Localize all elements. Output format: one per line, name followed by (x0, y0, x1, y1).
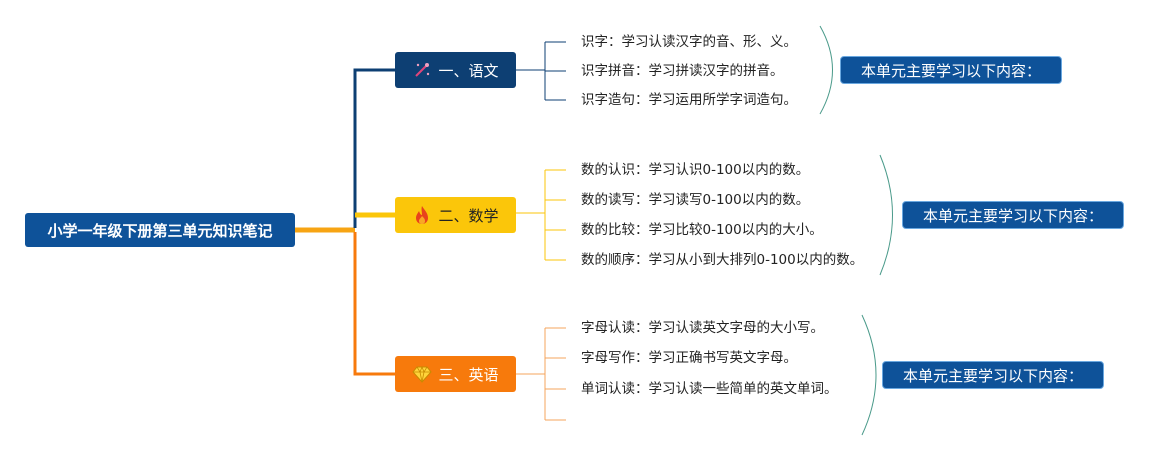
magic-wand-icon (415, 63, 430, 77)
branch-label-shuxue: 二、数学 (438, 206, 499, 225)
summary-yuwen-text: 本单元主要学习以下内容： (860, 61, 1041, 80)
connector-yingyu-leaves (516, 327, 566, 421)
leaf-shuxue-3[interactable]: 数的比较：学习比较0-100以内的大小。 (581, 222, 823, 238)
branch-label-yingyu: 三、英语 (438, 365, 499, 384)
summary-yingyu-text: 本单元主要学习以下内容： (902, 366, 1083, 385)
fire-icon (416, 206, 429, 224)
brace-shuxue (879, 154, 893, 276)
summary-shuxue-text: 本单元主要学习以下内容： (922, 206, 1103, 225)
root-node[interactable]: 小学一年级下册第三单元知识笔记 (25, 213, 295, 247)
branch-label-yuwen: 一、语文 (438, 61, 499, 80)
connector-root-yingyu (353, 232, 395, 376)
leaf-yingyu-2[interactable]: 字母写作：学习正确书写英文字母。 (581, 350, 797, 366)
leaf-yingyu-1[interactable]: 字母认读：学习认读英文字母的大小写。 (581, 320, 824, 336)
leaf-shuxue-4[interactable]: 数的顺序：学习从小到大排列0-100以内的数。 (581, 252, 864, 268)
summary-shuxue[interactable]: 本单元主要学习以下内容： (902, 201, 1124, 229)
leaf-yuwen-2[interactable]: 识字拼音：学习拼读汉字的拼音。 (581, 63, 784, 79)
diamond-icon (412, 365, 433, 383)
leaf-shuxue-2[interactable]: 数的读写：学习读写0-100以内的数。 (581, 192, 810, 208)
summary-yuwen[interactable]: 本单元主要学习以下内容： (840, 56, 1062, 84)
leaf-shuxue-1[interactable]: 数的认识：学习认识0-100以内的数。 (581, 162, 810, 178)
brace-yingyu (861, 314, 877, 436)
root-title: 小学一年级下册第三单元知识笔记 (47, 221, 273, 240)
leaf-yuwen-3[interactable]: 识字造句：学习运用所学字词造句。 (581, 92, 797, 108)
brace-yuwen (819, 25, 833, 115)
leaf-yuwen-1[interactable]: 识字：学习认读汉字的音、形、义。 (581, 34, 797, 50)
connector-root-yuwen (353, 68, 395, 228)
summary-yingyu[interactable]: 本单元主要学习以下内容： (882, 361, 1104, 389)
branch-node-yuwen[interactable]: 一、语文 (395, 52, 516, 88)
branch-node-shuxue[interactable]: 二、数学 (395, 197, 516, 233)
leaf-yingyu-3[interactable]: 单词认读：学习认读一些简单的英文单词。 (581, 381, 838, 397)
branch-node-yingyu[interactable]: 三、英语 (395, 356, 516, 392)
connector-shuxue-leaves (516, 169, 566, 261)
connector-yuwen-leaves (516, 41, 566, 101)
